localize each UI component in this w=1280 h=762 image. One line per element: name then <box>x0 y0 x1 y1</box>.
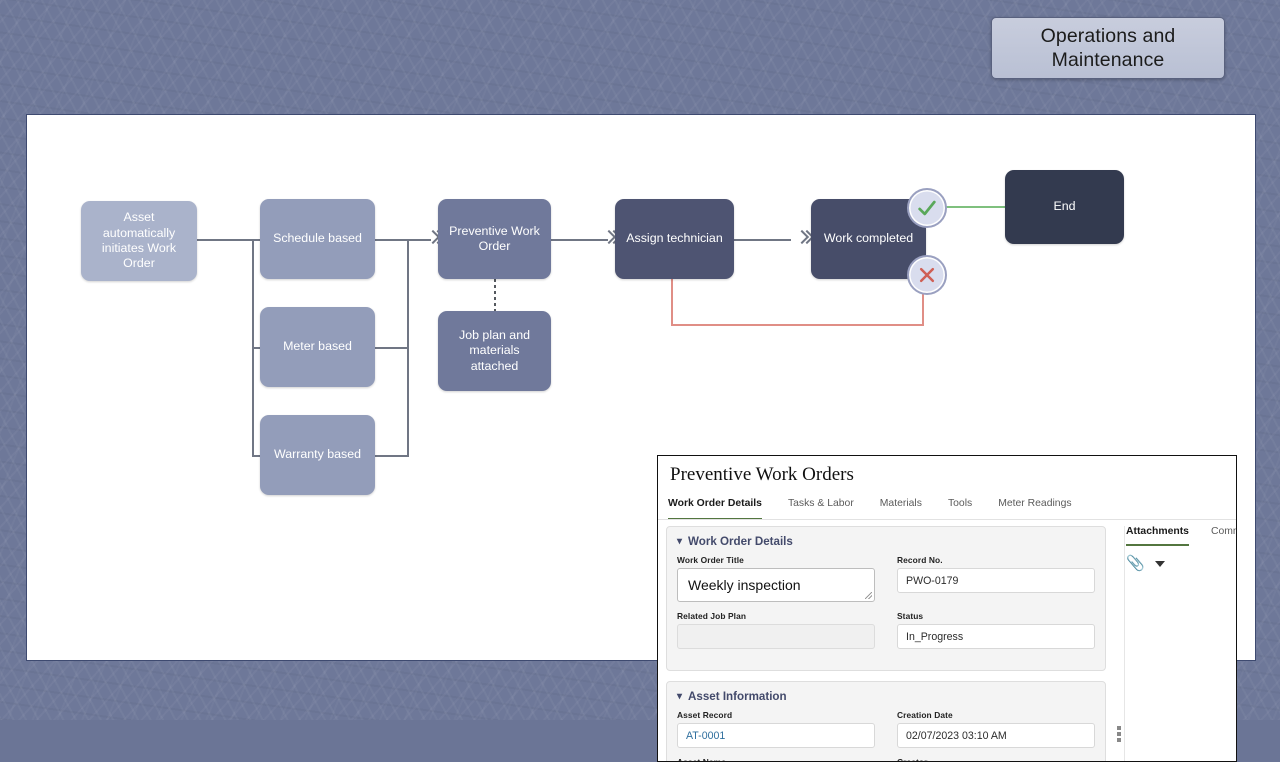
connector-meter-to-bus <box>375 347 409 349</box>
tab-work-order-details[interactable]: Work Order Details <box>668 498 762 520</box>
label-creation-date: Creation Date <box>897 710 953 720</box>
connector-bus-vertical-right <box>407 239 409 457</box>
cross-icon <box>919 267 935 283</box>
flow-node-start-label: Asset automatically initiates Work Order <box>101 210 177 271</box>
tab-attachments[interactable]: Attachments <box>1126 526 1189 546</box>
label-asset-record: Asset Record <box>677 710 733 720</box>
flow-node-warranty-based[interactable]: Warranty based <box>260 415 375 495</box>
decision-badge-yes[interactable] <box>907 188 947 228</box>
tab-comments[interactable]: Comme <box>1210 526 1236 537</box>
attachments-pane: Attachments Comme 📎 <box>1126 526 1236 761</box>
input-asset-record[interactable]: AT-0001 <box>677 723 875 748</box>
connector-pwo-to-jobplan-dotted <box>494 279 496 319</box>
flow-node-start[interactable]: Asset automatically initiates Work Order <box>81 201 197 281</box>
page-title-line2: Maintenance <box>1051 49 1165 71</box>
label-creator: Creator <box>897 757 928 762</box>
tab-materials[interactable]: Materials <box>879 498 922 509</box>
chevron-down-icon: ▾ <box>677 535 683 547</box>
connector-start-to-bus <box>197 239 254 241</box>
app-title: Preventive Work Orders <box>670 464 854 485</box>
flow-node-end[interactable]: End <box>1005 170 1124 244</box>
section-work-order-details-header[interactable]: ▾ Work Order Details <box>677 535 1095 548</box>
attachments-toolbar: 📎 <box>1126 556 1236 571</box>
tab-meter-readings[interactable]: Meter Readings <box>998 498 1072 509</box>
splitter-line <box>1124 526 1125 761</box>
connector-assign-to-completed <box>734 239 791 241</box>
section-asset-information-title: Asset Information <box>688 690 787 703</box>
attachments-tabbar: Attachments Comme <box>1126 526 1236 546</box>
label-related-job-plan: Related Job Plan <box>677 611 747 621</box>
flow-node-meter-based[interactable]: Meter based <box>260 307 375 387</box>
input-creation-date[interactable]: 02/07/2023 03:10 AM <box>897 723 1095 748</box>
connector-failure-down <box>922 291 924 326</box>
flow-node-end-label: End <box>1053 199 1076 214</box>
paperclip-icon[interactable]: 📎 <box>1126 555 1145 572</box>
section-asset-information-header[interactable]: ▾ Asset Information <box>677 690 1095 703</box>
chevron-down-icon: ▾ <box>677 690 683 702</box>
flow-node-meter-based-label: Meter based <box>283 339 352 354</box>
input-status[interactable]: In_Progress <box>897 624 1095 649</box>
drag-handle-icon[interactable] <box>1117 726 1121 742</box>
app-window: Preventive Work Orders Work Order Detail… <box>657 455 1237 762</box>
input-record-no[interactable]: PWO-0179 <box>897 568 1095 593</box>
flow-node-schedule-based[interactable]: Schedule based <box>260 199 375 279</box>
input-related-job-plan[interactable] <box>677 624 875 649</box>
connector-failure-left <box>671 324 924 326</box>
tab-tasks-and-labor[interactable]: Tasks & Labor <box>787 498 854 509</box>
app-tabbar: Work Order Details Tasks & Labor Materia… <box>668 498 1072 520</box>
connector-pwo-to-assign <box>551 239 608 241</box>
label-work-order-title: Work Order Title <box>677 555 744 565</box>
check-icon <box>918 200 936 216</box>
page-title-line1: Operations and <box>1040 25 1176 47</box>
section-asset-information: ▾ Asset Information Asset Record AT-0001… <box>666 681 1106 762</box>
slide-title-plaque: Operations and Maintenance <box>991 17 1225 79</box>
flow-node-assign-technician-label: Assign technician <box>626 231 723 246</box>
flow-node-preventive-work-order-label: Preventive Work Order <box>449 223 540 253</box>
label-asset-name: Asset Name <box>677 757 726 762</box>
flow-node-assign-technician[interactable]: Assign technician <box>615 199 734 279</box>
connector-warranty-to-bus <box>375 455 409 457</box>
label-status: Status <box>897 611 924 621</box>
pane-splitter[interactable] <box>1113 526 1125 761</box>
section-work-order-details-title: Work Order Details <box>688 535 793 548</box>
flow-node-warranty-based-label: Warranty based <box>273 447 361 462</box>
flow-node-work-completed[interactable]: Work completed <box>811 199 926 279</box>
decision-badge-no[interactable] <box>907 255 947 295</box>
connector-bus-to-pwo <box>407 239 431 241</box>
work-order-details-pane: ▾ Work Order Details Work Order Title We… <box>666 526 1106 762</box>
flow-node-job-plan-label: Job plan and materials attached <box>459 327 530 373</box>
tab-tools[interactable]: Tools <box>947 498 973 509</box>
page-title: Operations and Maintenance <box>1041 24 1176 72</box>
slide-canvas: Asset automatically initiates Work Order… <box>26 114 1256 762</box>
arrow-to-completed <box>797 232 811 246</box>
section-work-order-details: ▾ Work Order Details Work Order Title We… <box>666 526 1106 671</box>
connector-success-to-end <box>944 206 1014 208</box>
input-work-order-title[interactable]: Weekly inspection <box>677 568 875 602</box>
flow-node-job-plan[interactable]: Job plan and materials attached <box>438 311 551 391</box>
flow-node-preventive-work-order[interactable]: Preventive Work Order <box>438 199 551 279</box>
tabbar-divider <box>658 519 1236 520</box>
connector-failure-up-to-assign <box>671 271 673 326</box>
flow-node-schedule-based-label: Schedule based <box>273 231 362 246</box>
connector-schedule-to-bus <box>375 239 409 241</box>
flow-node-work-completed-label: Work completed <box>823 231 914 246</box>
label-record-no: Record No. <box>897 555 943 565</box>
chevron-down-icon[interactable] <box>1154 560 1165 567</box>
